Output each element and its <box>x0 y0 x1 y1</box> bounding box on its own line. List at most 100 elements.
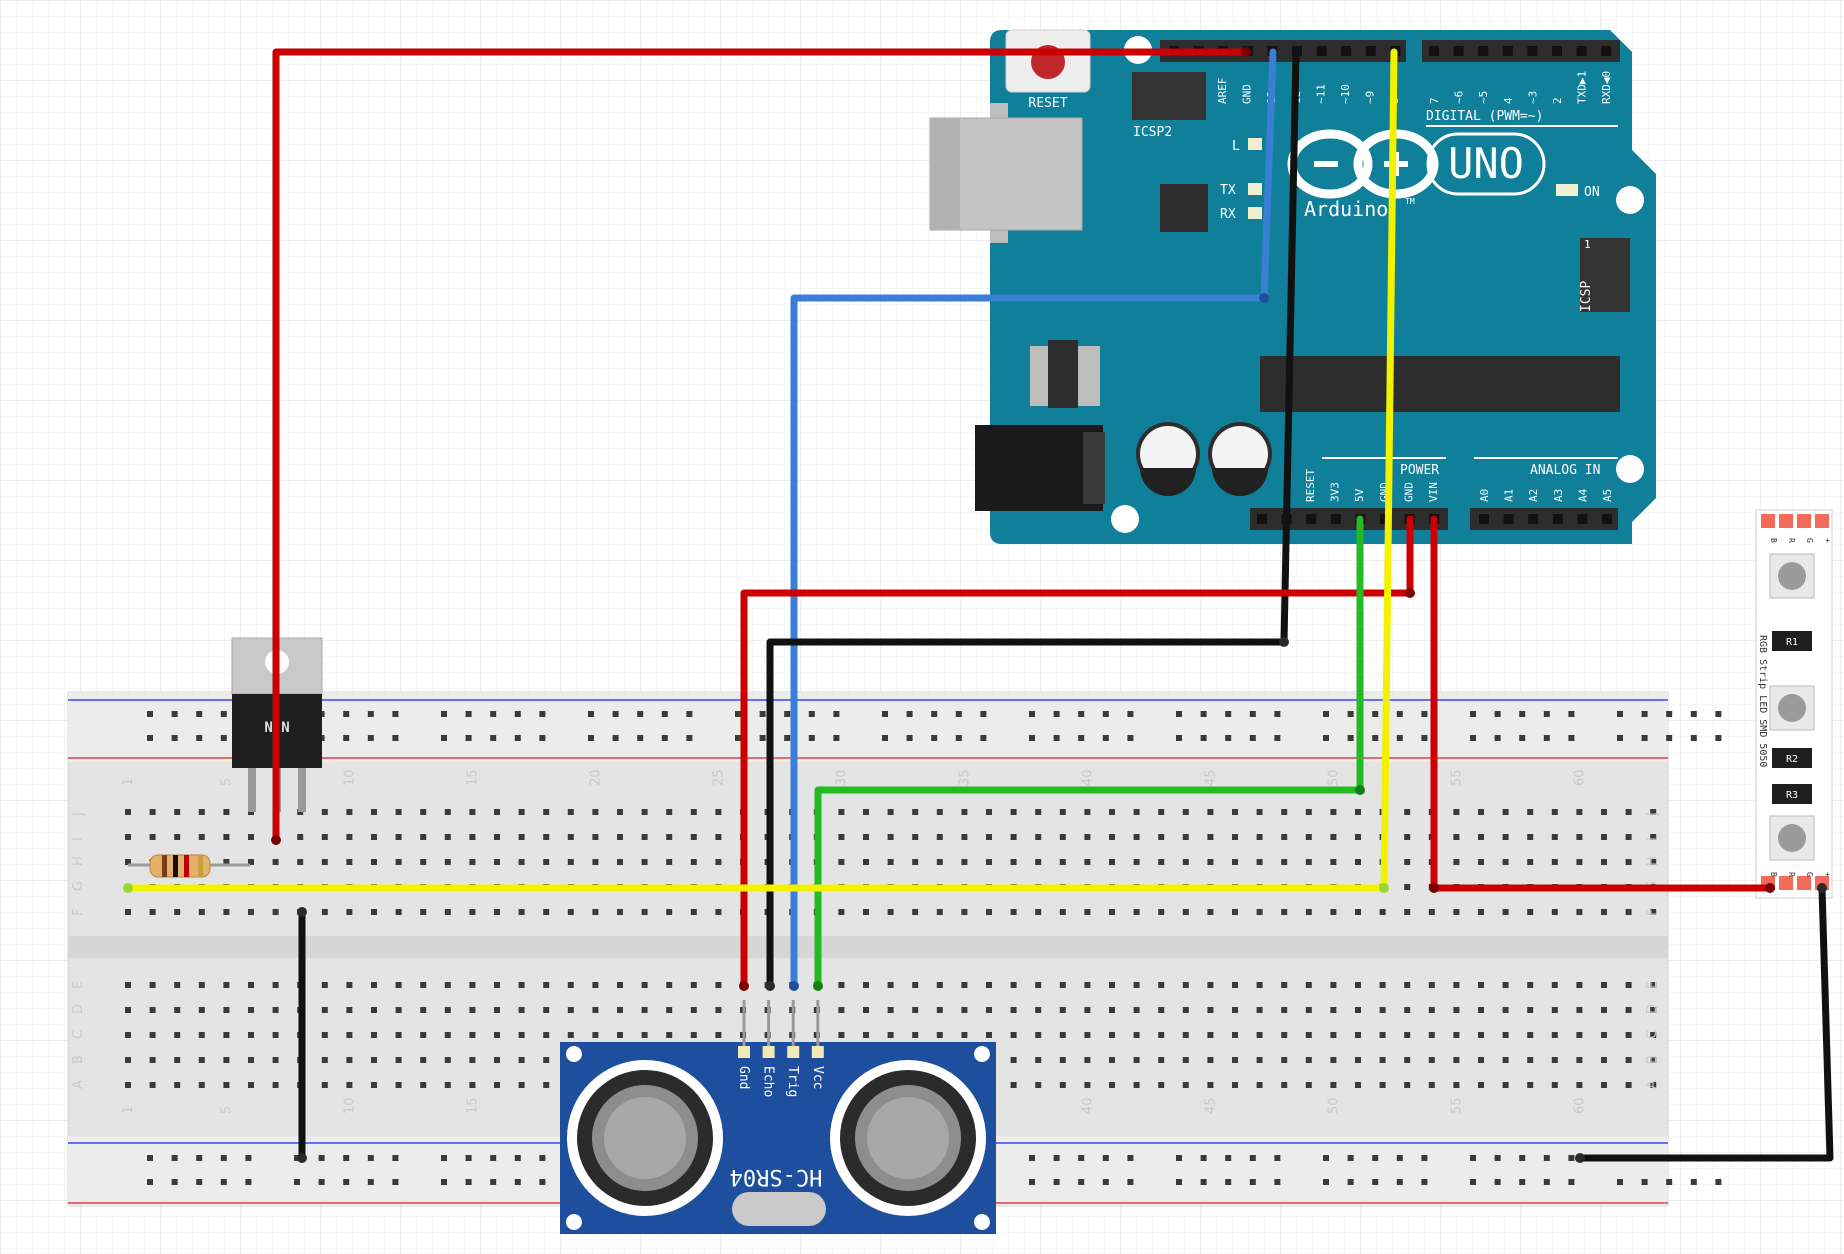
breadboard-hole <box>174 909 181 915</box>
breadboard-hole <box>272 1007 279 1013</box>
breadboard-hole <box>1404 1007 1411 1013</box>
breadboard-hole <box>1502 1032 1509 1038</box>
column-number: 55 <box>1449 769 1464 786</box>
breadboard-hole <box>1059 1057 1066 1063</box>
breadboard-hole <box>1625 982 1632 988</box>
breadboard-hole <box>248 1007 254 1013</box>
rail-hole <box>784 711 791 717</box>
digital-label: DIGITAL (PWM=~) <box>1426 109 1543 124</box>
row-letter: I <box>1645 837 1660 841</box>
breadboard-hole <box>198 1082 205 1088</box>
strip-pad <box>1761 514 1775 528</box>
breadboard-hole <box>912 809 919 815</box>
breadboard-hole <box>149 834 156 840</box>
rail-hole <box>490 1179 497 1185</box>
rail-hole <box>318 1179 325 1185</box>
rail-hole <box>1470 711 1476 717</box>
breadboard-hole <box>1453 809 1460 815</box>
breadboard-hole <box>1453 1007 1460 1013</box>
breadboard-hole <box>1232 859 1238 865</box>
breadboard-hole <box>838 982 845 988</box>
rail-hole <box>171 1155 178 1161</box>
breadboard-hole <box>1281 834 1288 840</box>
row-letter: C <box>1645 1030 1660 1039</box>
breadboard-hole <box>936 834 943 840</box>
breadboard-hole <box>838 1032 845 1038</box>
column-number: 45 <box>1203 769 1218 786</box>
breadboard-hole <box>1650 859 1657 865</box>
rail-hole <box>1323 1155 1329 1161</box>
rail-hole <box>343 735 350 741</box>
breadboard-hole <box>1158 809 1165 815</box>
breadboard-hole <box>1404 834 1411 840</box>
rail-hole <box>1494 1179 1501 1185</box>
breadboard-hole <box>1035 859 1042 865</box>
breadboard-hole <box>1650 1082 1657 1088</box>
rail-hole <box>833 711 840 717</box>
column-number: 55 <box>1449 1097 1464 1114</box>
breadboard-hole <box>1109 859 1115 865</box>
brand-tm: TM <box>1405 197 1415 206</box>
rail-hole <box>588 735 594 741</box>
rgb-led-lens <box>1778 562 1806 590</box>
resistor-band-1 <box>162 855 167 877</box>
breadboard-hole <box>149 1032 156 1038</box>
rail-hole <box>1078 1155 1085 1161</box>
breadboard-hole <box>1404 859 1411 865</box>
strip-pad <box>1797 876 1811 890</box>
column-number: 5 <box>219 1106 234 1114</box>
breadboard-hole <box>198 1057 205 1063</box>
breadboard-hole <box>887 982 894 988</box>
breadboard-hole <box>1281 1032 1288 1038</box>
sensor-mount-3 <box>566 1214 582 1230</box>
breadboard-hole <box>321 982 328 988</box>
rail-hole <box>1347 735 1354 741</box>
breadboard-hole <box>371 1007 377 1013</box>
breadboard-hole <box>1551 1007 1558 1013</box>
breadboard-hole <box>863 1007 869 1013</box>
breadboard-hole <box>1625 809 1632 815</box>
rail-hole <box>147 711 153 717</box>
breadboard-hole <box>961 1032 968 1038</box>
breadboard-hole <box>1281 1007 1288 1013</box>
rail-hole <box>1127 1179 1134 1185</box>
breadboard-hole <box>272 1032 279 1038</box>
rail-hole <box>465 711 472 717</box>
breadboard-hole <box>1133 909 1140 915</box>
pin-label: A5 <box>1601 489 1614 502</box>
transducer-right <box>830 1060 986 1216</box>
breadboard-hole <box>961 809 968 815</box>
pin-label: A2 <box>1527 489 1540 502</box>
rail-hole <box>1372 711 1379 717</box>
breadboard-hole <box>1330 1057 1337 1063</box>
pin-label: ~5 <box>1477 91 1490 104</box>
breadboard-hole <box>321 1057 328 1063</box>
breadboard-hole <box>1158 1057 1165 1063</box>
breadboard-hole <box>690 909 697 915</box>
rail-hole <box>294 1179 300 1185</box>
strip-pad <box>1779 514 1793 528</box>
usb-chip <box>1160 184 1208 232</box>
breadboard-hole <box>346 1007 353 1013</box>
breadboard-hole <box>1281 859 1288 865</box>
breadboard-hole <box>1109 1032 1115 1038</box>
pin-label: ~11 <box>1314 84 1327 104</box>
breadboard-hole <box>567 1007 574 1013</box>
breadboard-hole <box>567 1032 574 1038</box>
sensor-crystal <box>732 1192 826 1226</box>
rail-hole <box>1200 1179 1207 1185</box>
breadboard-hole <box>174 1007 181 1013</box>
breadboard-hole <box>248 1032 254 1038</box>
resistor-band-3 <box>184 855 189 877</box>
breadboard-hole <box>1232 1082 1238 1088</box>
breadboard-hole <box>1059 982 1066 988</box>
led-on <box>1556 184 1578 196</box>
arduino-uno: RESET ICSP2 L TX RX ON UNO Arduino TM <box>929 29 1656 544</box>
breadboard-hole <box>986 809 992 815</box>
rail-hole <box>1102 1179 1109 1185</box>
breadboard-hole <box>518 1057 525 1063</box>
row-letter: A <box>71 1080 86 1089</box>
breadboard-hole <box>641 909 648 915</box>
breadboard-hole <box>198 982 205 988</box>
column-number: 1 <box>121 1106 136 1114</box>
